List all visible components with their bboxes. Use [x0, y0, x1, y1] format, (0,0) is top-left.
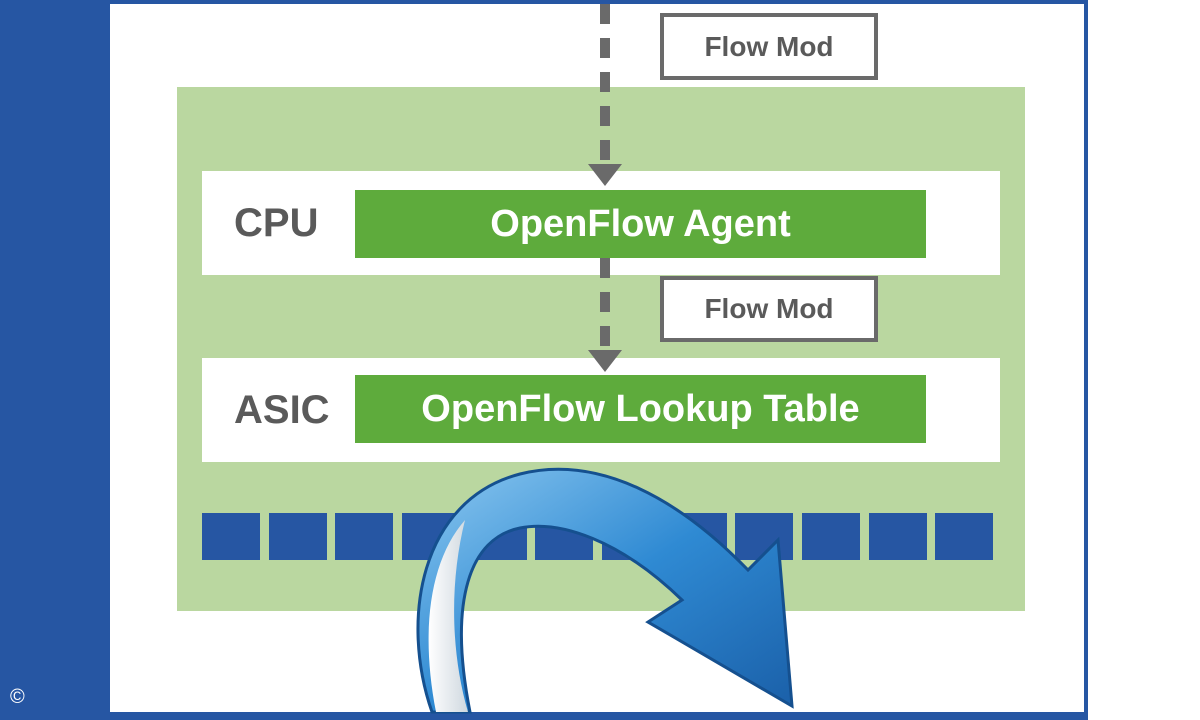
frame-bottom-border: [110, 712, 1088, 720]
flow-line-cpu-to-asic: [588, 258, 622, 372]
frame-top-border: [110, 0, 1088, 4]
down-arrowhead-icon: [588, 350, 622, 372]
down-arrowhead-icon: [588, 164, 622, 186]
switch-port: [869, 513, 927, 560]
asic-layer-row: ASIC OpenFlow Lookup Table: [202, 358, 1000, 462]
switch-port: [202, 513, 260, 560]
switch-port: [335, 513, 393, 560]
frame-right-border: [1084, 0, 1088, 720]
cpu-layer-row: CPU OpenFlow Agent: [202, 171, 1000, 275]
cpu-label: CPU: [234, 201, 319, 245]
switch-port: [802, 513, 860, 560]
asic-label: ASIC: [234, 388, 330, 432]
openflow-lookup-table-box: OpenFlow Lookup Table: [355, 375, 926, 443]
flow-mod-message-middle: Flow Mod: [660, 276, 878, 342]
copyright-mark: ©: [10, 686, 25, 708]
flow-mod-message-top: Flow Mod: [660, 13, 878, 80]
flow-line-controller-to-cpu: [588, 4, 622, 186]
left-blue-band: [0, 0, 110, 720]
openflow-agent-box: OpenFlow Agent: [355, 190, 926, 258]
curved-forward-arrow-icon: [416, 467, 794, 714]
switch-port: [269, 513, 327, 560]
switch-port: [935, 513, 993, 560]
